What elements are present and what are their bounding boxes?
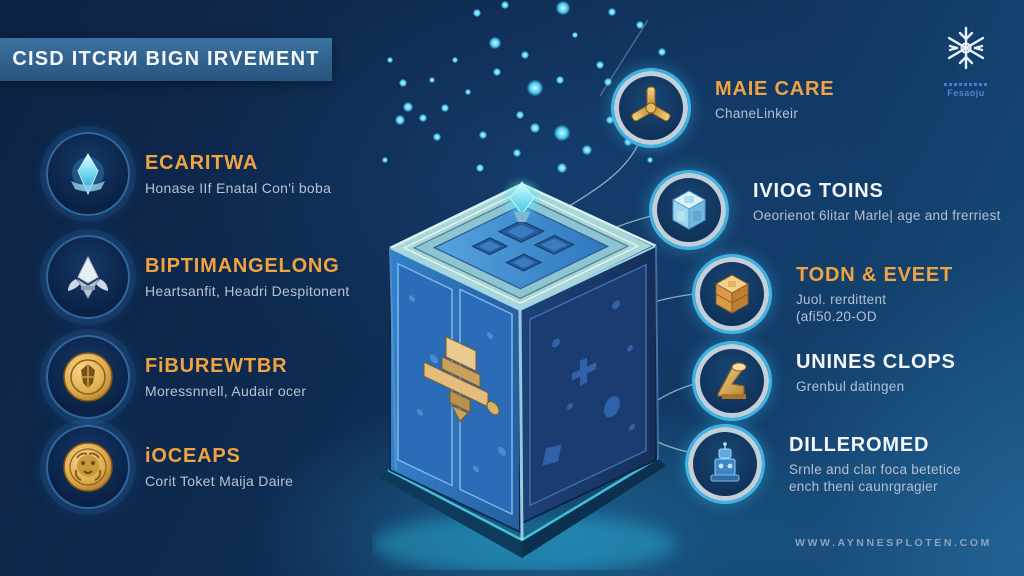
blue-cube-icon	[649, 170, 729, 250]
item-subtitle: Srnle and clar foca betetice ench theni …	[789, 462, 961, 494]
item-title: TODN & EVEET	[796, 264, 954, 286]
list-item: iOCEAPS Corit Toket Maija Daire	[46, 425, 293, 509]
vault-cube-illustration	[372, 181, 676, 570]
item-title: UNINES CLOPS	[796, 351, 956, 373]
gold-horn-icon	[692, 341, 772, 421]
list-item: UNINES CLOPS Grenbul datingen	[692, 341, 956, 421]
list-item: BIPTIMANGELONG Heartsanfit, Headri Despi…	[46, 235, 350, 319]
glow-particle	[606, 116, 614, 124]
item-title: FiBUREWTBR	[145, 355, 288, 377]
list-item: FiBUREWTBR Moressnnell, Audair ocer	[46, 335, 306, 419]
item-title: MAIE CARE	[715, 78, 835, 100]
glow-particle	[403, 102, 413, 112]
glow-particle	[608, 8, 616, 16]
glow-particle	[658, 48, 666, 56]
item-subtitle: ChaneLinkeir	[715, 106, 799, 121]
glow-particle	[527, 80, 543, 96]
glow-particle	[387, 57, 393, 63]
glow-particle	[516, 111, 524, 119]
gold-coin-emblem-icon	[46, 335, 130, 419]
glow-particle	[604, 78, 612, 86]
glow-particle	[452, 57, 458, 63]
glow-particle	[395, 115, 405, 125]
glow-particle	[479, 131, 487, 139]
glow-particle	[572, 32, 578, 38]
glow-particle	[554, 125, 570, 141]
glow-particle	[636, 21, 644, 29]
item-subtitle: Heartsanfit, Headri Despitonent	[145, 283, 350, 299]
item-subtitle: Moressnnell, Audair ocer	[145, 383, 307, 399]
glow-particle	[399, 79, 407, 87]
glow-particle	[557, 163, 567, 173]
website-url: WWW.AYNNESPLOTEN.COM	[795, 537, 992, 549]
glow-particle	[382, 157, 388, 163]
list-item: DILLEROMED Srnle and clar foca betetice …	[685, 424, 961, 504]
glow-particle	[489, 37, 501, 49]
crystal-gem-icon	[46, 132, 130, 216]
glow-particle	[441, 104, 449, 112]
list-item: TODN & EVEET Juol. rerdittent (afi50.20-…	[692, 254, 953, 334]
logo-flourish	[944, 83, 988, 86]
glow-particle	[556, 1, 570, 15]
glow-particle	[596, 61, 604, 69]
winged-diamond-icon	[46, 235, 130, 319]
item-title: BIPTIMANGELONG	[145, 255, 340, 277]
glow-particle	[513, 149, 521, 157]
item-subtitle: Juol. rerdittent (afi50.20-OD	[796, 292, 887, 324]
glow-particle	[473, 9, 481, 17]
item-subtitle: Oeorienot 6litar Marle| age and frerries…	[753, 208, 1001, 223]
glow-particle	[501, 1, 509, 9]
gold-triskelion-icon	[611, 68, 691, 148]
glow-particle	[521, 51, 529, 59]
glow-particle	[647, 157, 653, 163]
list-item: MAIE CARE ChaneLinkeir	[611, 68, 834, 148]
glow-particle	[465, 89, 471, 95]
list-item: ECARITWA Honase IIf Enatal Con'i boba	[46, 132, 331, 216]
glow-particle	[433, 133, 441, 141]
blue-machine-icon	[685, 424, 765, 504]
item-title: ECARITWA	[145, 152, 259, 174]
item-subtitle: Corit Toket Maija Daire	[145, 473, 294, 489]
orange-crate-icon	[692, 254, 772, 334]
brand-logo: Fesaoju	[928, 24, 1004, 98]
snowflake-emblem-icon	[947, 26, 985, 70]
item-title: IVIOG TOINS	[753, 180, 884, 202]
glow-particle	[419, 114, 427, 122]
item-subtitle: Grenbul datingen	[796, 379, 905, 394]
glow-particle	[493, 68, 501, 76]
item-title: DILLEROMED	[789, 434, 930, 456]
list-item: IVIOG TOINS Oeorienot 6litar Marle| age …	[649, 170, 1001, 250]
glow-particle	[476, 164, 484, 172]
gold-coin-lion-icon	[46, 425, 130, 509]
glow-particle	[429, 77, 435, 83]
logo-caption: Fesaoju	[947, 88, 985, 98]
page-title: CISD ITCRИ BIGN IRVEMENT	[12, 48, 320, 70]
glow-particle	[530, 123, 540, 133]
item-title: iOCEAPS	[145, 445, 241, 467]
item-subtitle: Honase IIf Enatal Con'i boba	[145, 180, 332, 196]
title-banner: CISD ITCRИ BIGN IRVEMENT	[0, 38, 332, 81]
glow-particle	[556, 76, 564, 84]
